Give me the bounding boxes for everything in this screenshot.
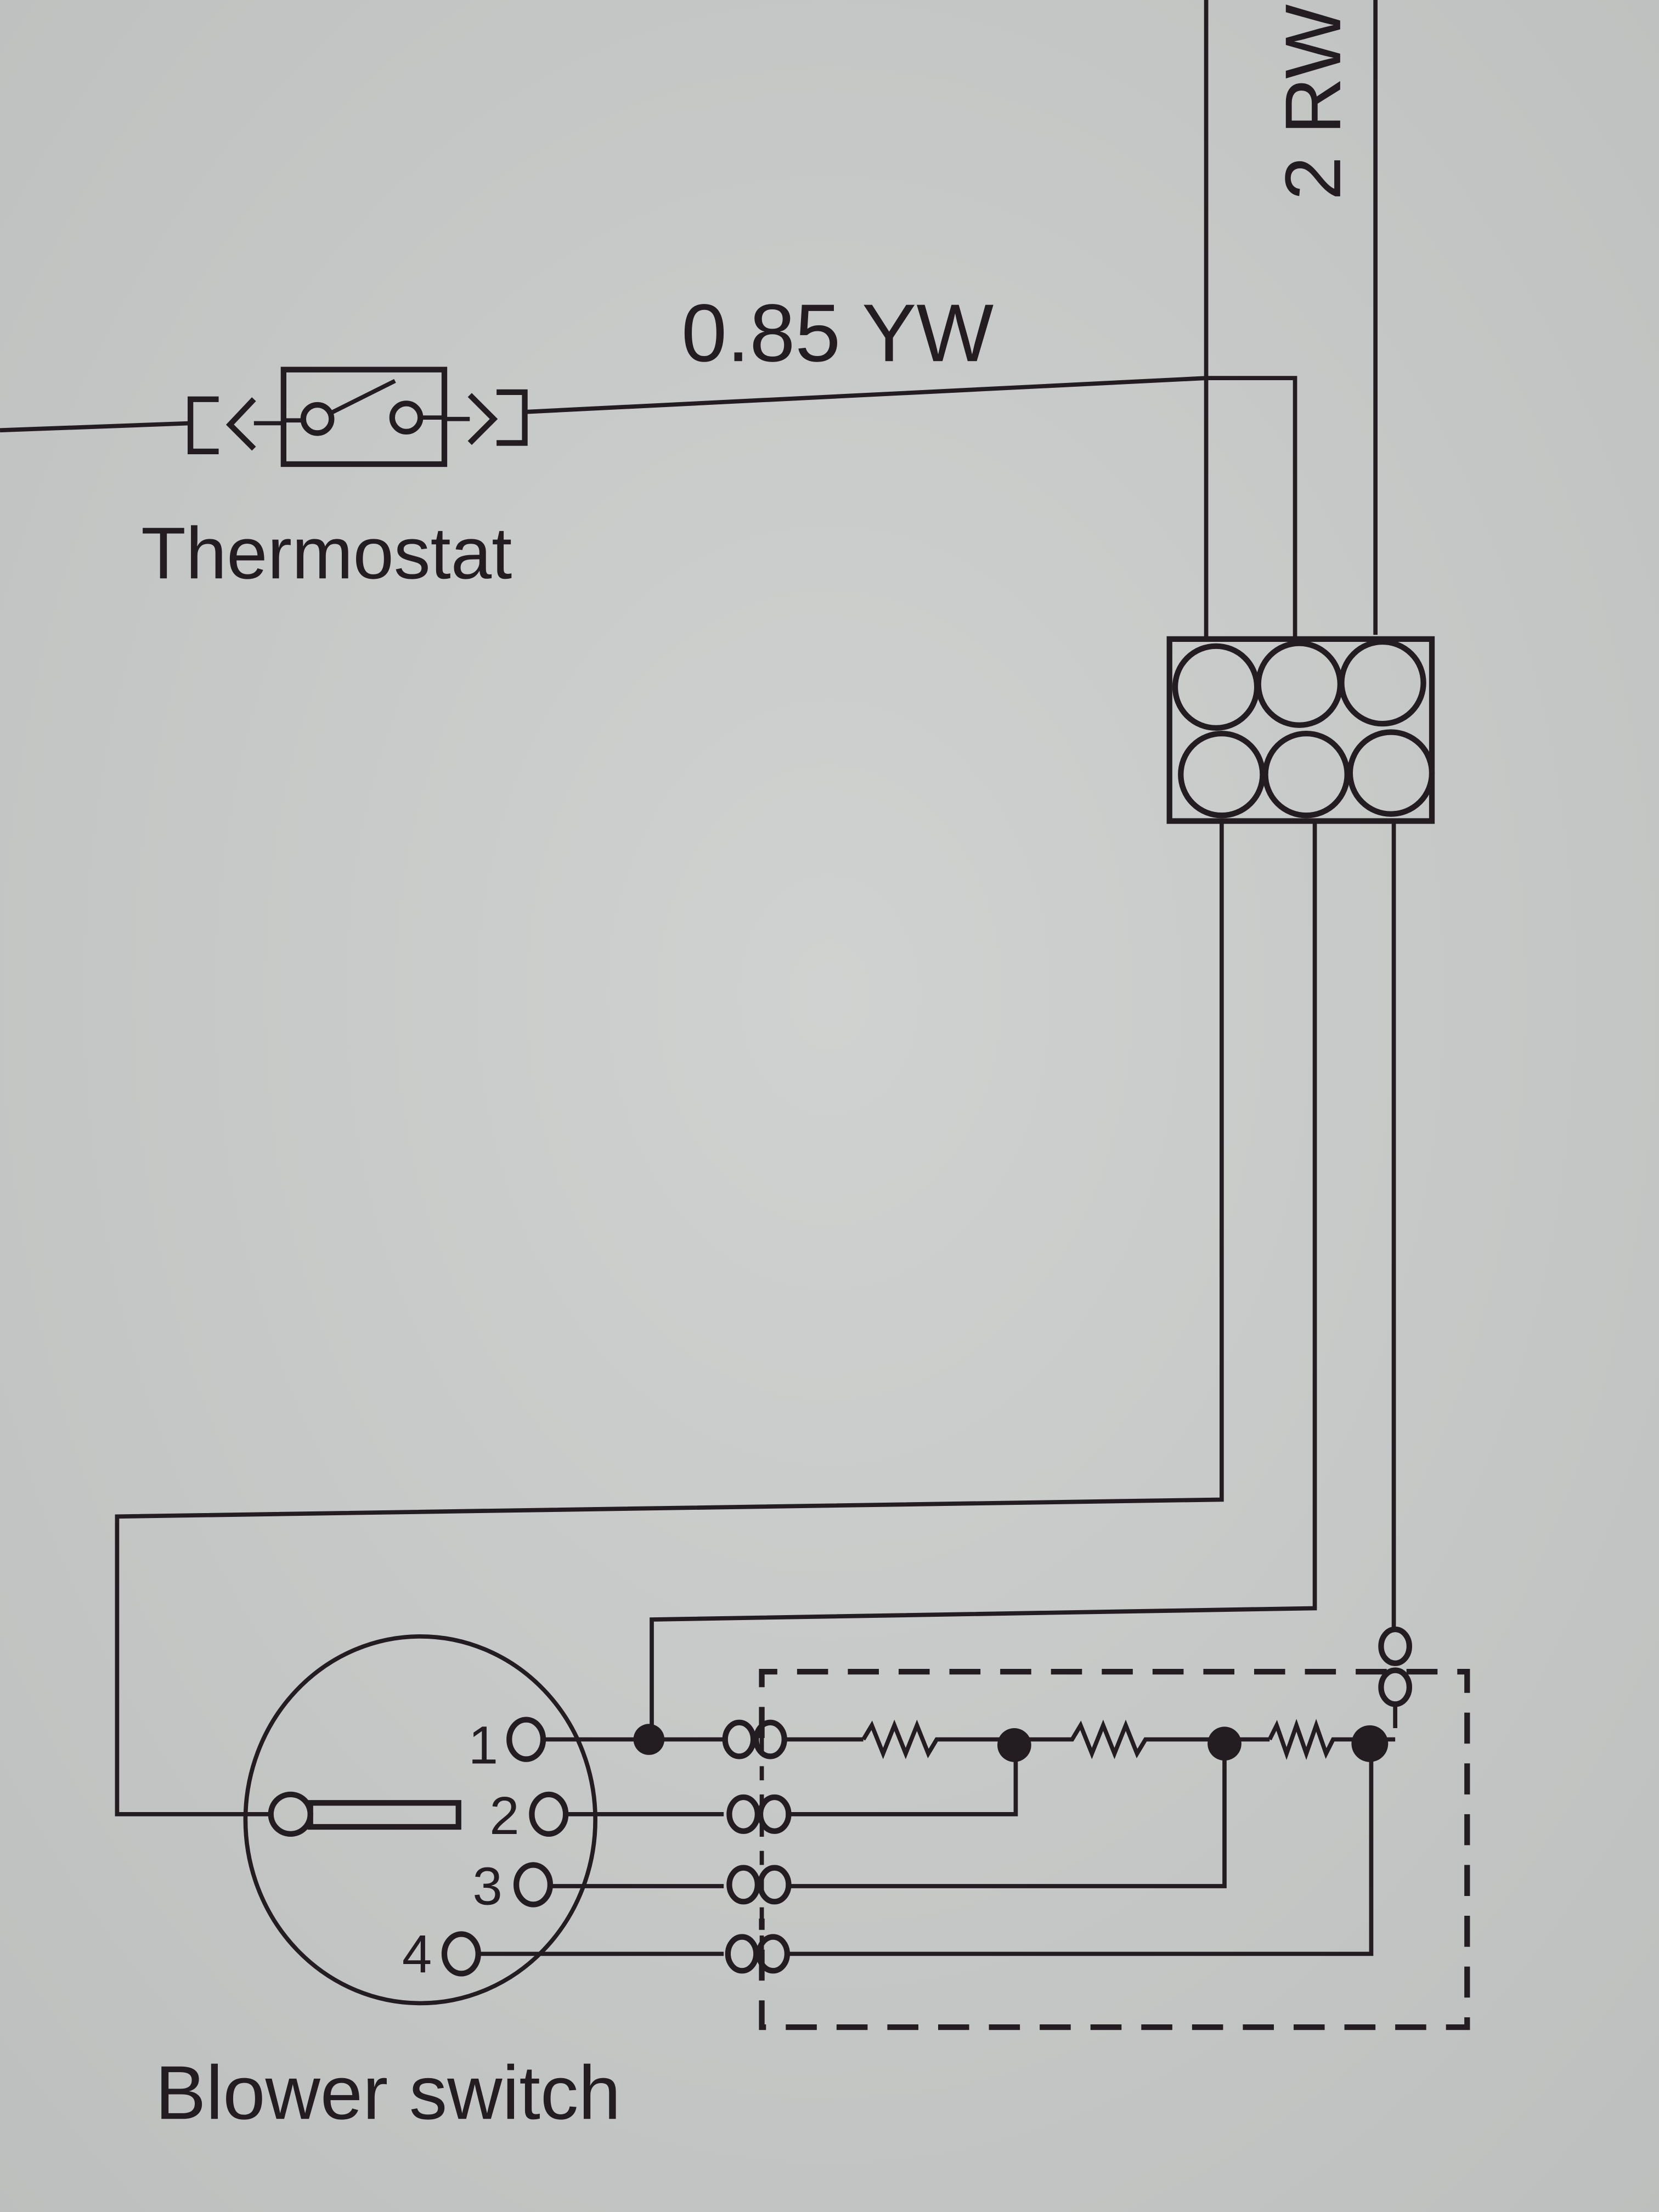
resistor-network bbox=[478, 1719, 1396, 1974]
top-wires bbox=[1204, 0, 1378, 642]
wire-label-085yw: 0.85 YW bbox=[681, 287, 994, 379]
lower-wires bbox=[115, 821, 1412, 1816]
terminal-label-4: 4 bbox=[402, 1924, 432, 1984]
wire-label-2rw: 2 RW bbox=[1269, 4, 1357, 200]
thermostat-symbol bbox=[0, 366, 1297, 638]
terminal-label-1: 1 bbox=[469, 1715, 498, 1775]
blower-switch bbox=[243, 1634, 597, 2006]
thermostat-label: Thermostat bbox=[141, 512, 512, 594]
terminal-label-3: 3 bbox=[472, 1856, 502, 1916]
connector-block bbox=[1166, 636, 1435, 824]
resistor-housing bbox=[759, 1669, 1470, 2030]
terminal-label-2: 2 bbox=[489, 1786, 519, 1846]
blower-switch-label: Blower switch bbox=[155, 2050, 621, 2135]
